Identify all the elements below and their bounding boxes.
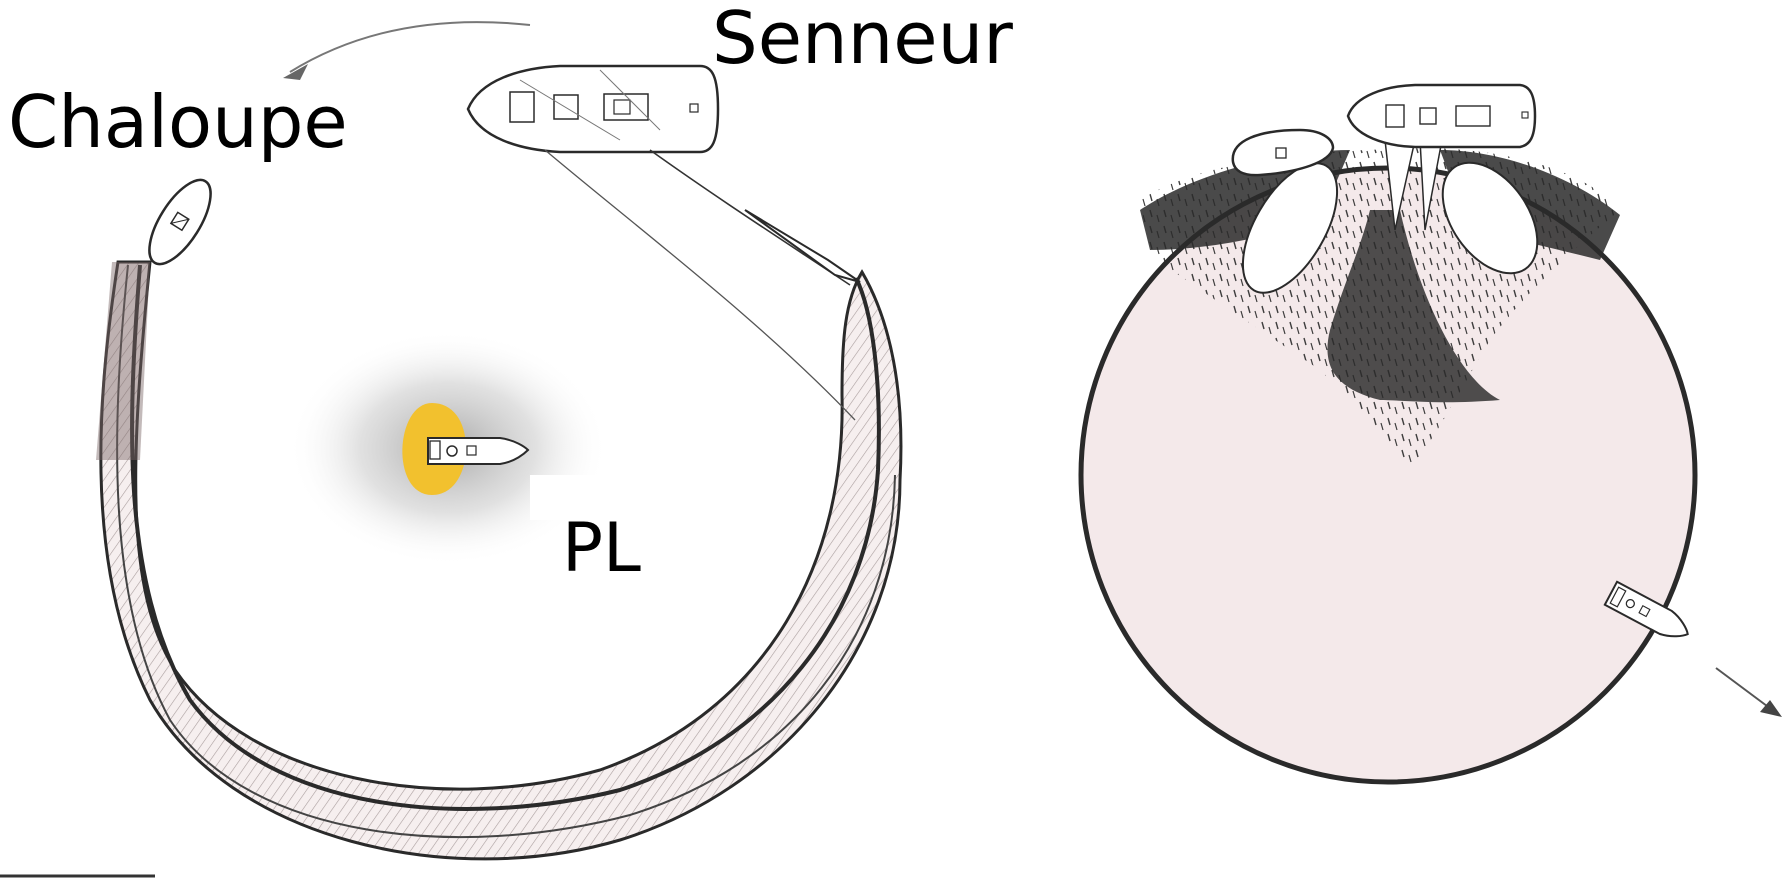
light-boat-icon bbox=[428, 438, 528, 464]
seiner-boat-icon bbox=[468, 66, 718, 152]
skiff-label: Chaloupe bbox=[8, 86, 348, 158]
seiner-boat-right-icon bbox=[1348, 85, 1535, 147]
seiner-label: Senneur bbox=[712, 2, 1013, 74]
net-end bbox=[96, 262, 150, 460]
direction-arrow-top bbox=[283, 22, 530, 80]
light-boat-label: PL bbox=[562, 515, 641, 583]
direction-arrow-right bbox=[1716, 668, 1782, 717]
tow-lines bbox=[545, 150, 860, 420]
right-panel bbox=[1081, 85, 1782, 782]
skiff-boat-icon bbox=[138, 171, 223, 274]
